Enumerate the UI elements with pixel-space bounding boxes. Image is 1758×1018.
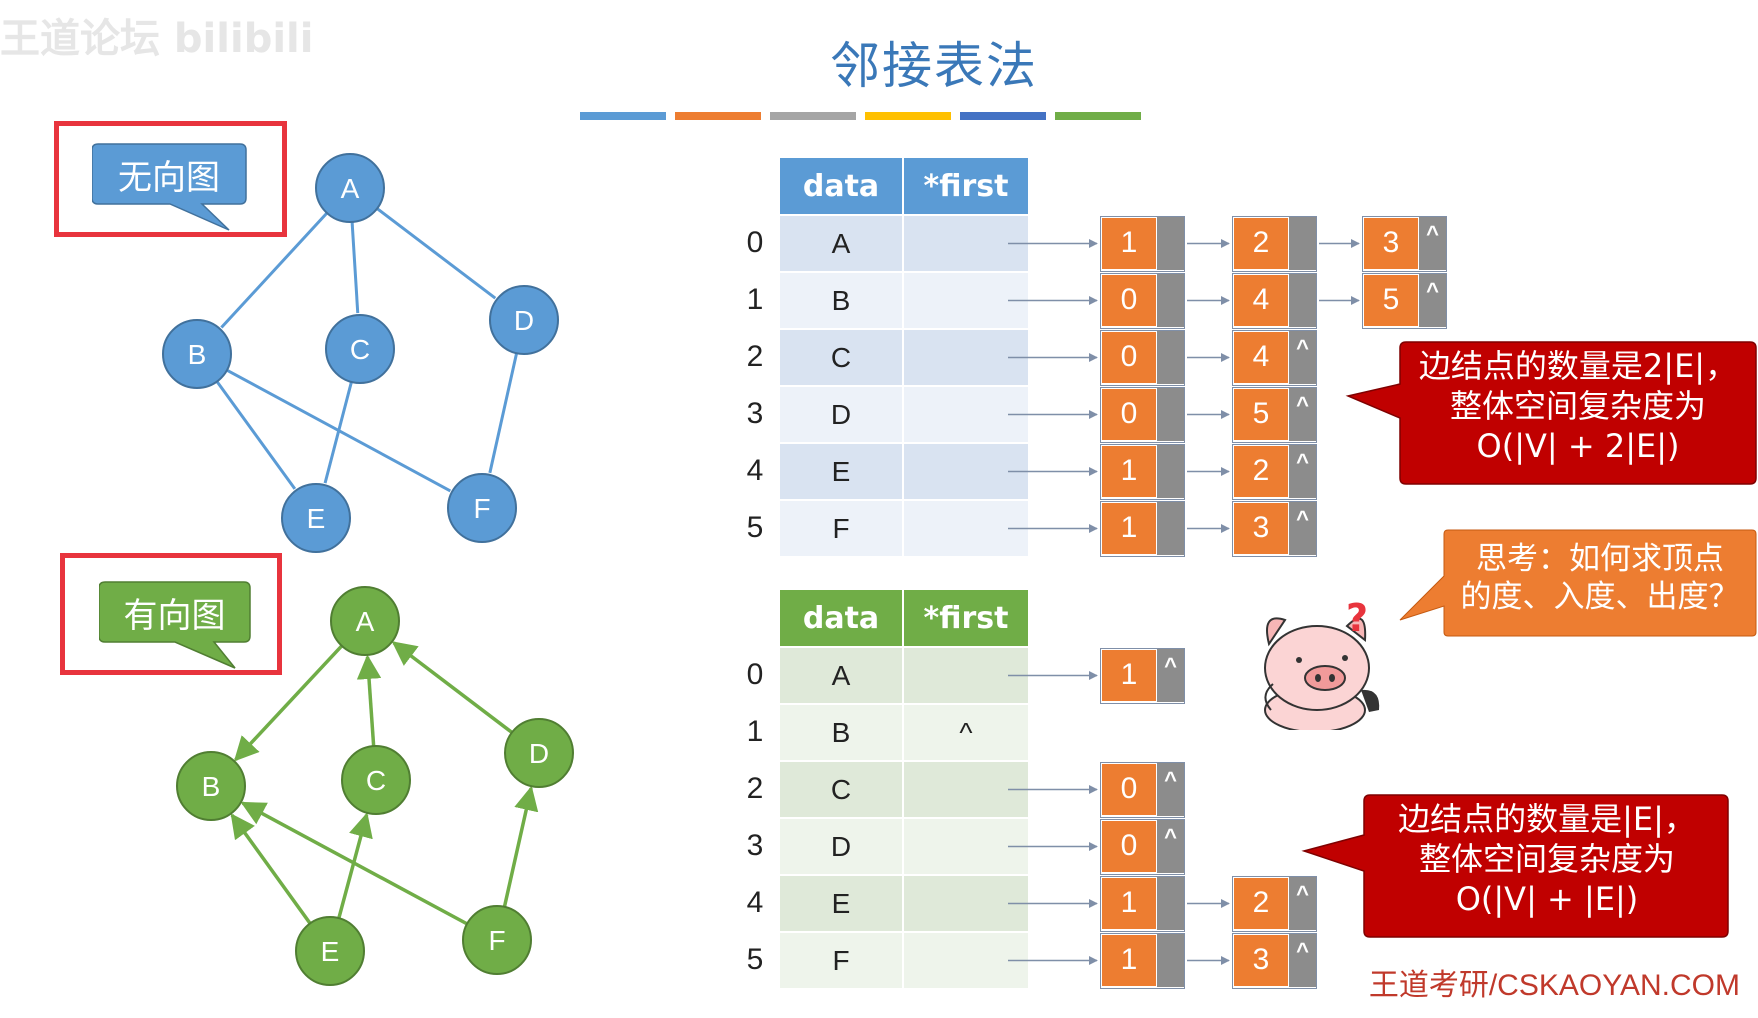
edge-node-next: ^ — [1289, 331, 1316, 384]
edge-node: 4 — [1232, 273, 1317, 329]
undirected-callout: 边结点的数量是2|E|， 整体空间复杂度为 O(|V| + 2|E|) — [1400, 346, 1756, 466]
edge-node-next — [1157, 445, 1184, 498]
edge-node-adjvex: 1 — [1101, 934, 1157, 987]
edge-node-adjvex: 0 — [1101, 388, 1157, 441]
undirected-callout-line: 边结点的数量是2|E|， — [1400, 346, 1756, 386]
edge-node-next: ^ — [1289, 445, 1316, 498]
undirected-callout-line: O(|V| + 2|E|) — [1400, 426, 1756, 466]
think-line: 思考：如何求顶点 — [1444, 540, 1756, 578]
edge-node: 0^ — [1100, 762, 1185, 818]
edge-node-next: ^ — [1157, 649, 1184, 702]
directed-callout-line: 边结点的数量是|E|， — [1364, 799, 1730, 839]
think-callout: 思考：如何求顶点 的度、入度、出度？ — [1444, 540, 1756, 616]
footer-credit: 王道考研/CSKAOYAN.COM — [1369, 960, 1740, 1004]
edge-node-adjvex: 1 — [1101, 445, 1157, 498]
edge-node-next: ^ — [1289, 502, 1316, 555]
edge-node-adjvex: 0 — [1101, 763, 1157, 816]
directed-callout-line: 整体空间复杂度为 — [1364, 839, 1730, 879]
pig-mascot-icon — [1255, 600, 1395, 730]
edge-node-next: ^ — [1419, 217, 1446, 270]
edge-node: 2 — [1232, 216, 1317, 272]
edge-node-next: ^ — [1419, 274, 1446, 327]
edge-node-adjvex: 2 — [1233, 877, 1289, 930]
edge-node-adjvex: 1 — [1101, 502, 1157, 555]
edge-node-next: ^ — [1289, 388, 1316, 441]
edge-node: 1^ — [1100, 648, 1185, 704]
edge-node: 1 — [1100, 876, 1185, 932]
edge-node-adjvex: 0 — [1101, 331, 1157, 384]
edge-node-adjvex: 1 — [1101, 217, 1157, 270]
edge-node-next — [1157, 274, 1184, 327]
edge-node-adjvex: 3 — [1233, 934, 1289, 987]
edge-node-next — [1289, 217, 1316, 270]
edge-node-next — [1157, 934, 1184, 987]
directed-callout-line: O(|V| + |E|) — [1364, 879, 1730, 919]
edge-node-next — [1157, 331, 1184, 384]
edge-node-next — [1157, 877, 1184, 930]
edge-node-next — [1157, 388, 1184, 441]
mascot-question-mark: ? — [1346, 596, 1368, 640]
edge-node: 1 — [1100, 933, 1185, 989]
edge-node-adjvex: 3 — [1363, 217, 1419, 270]
edge-node-adjvex: 4 — [1233, 274, 1289, 327]
edge-node: 1 — [1100, 216, 1185, 272]
edge-node: 3^ — [1232, 501, 1317, 557]
edge-node-next: ^ — [1157, 763, 1184, 816]
directed-callout: 边结点的数量是|E|， 整体空间复杂度为 O(|V| + |E|) — [1364, 799, 1730, 919]
think-line: 的度、入度、出度？ — [1444, 578, 1756, 616]
edge-node-adjvex: 1 — [1101, 649, 1157, 702]
edge-node-next — [1289, 274, 1316, 327]
edge-node-adjvex: 5 — [1363, 274, 1419, 327]
edge-node: 2^ — [1232, 444, 1317, 500]
edge-node-next: ^ — [1157, 820, 1184, 873]
edge-node-adjvex: 2 — [1233, 445, 1289, 498]
edge-node: 0 — [1100, 387, 1185, 443]
edge-node-adjvex: 0 — [1101, 274, 1157, 327]
edge-node-adjvex: 1 — [1101, 877, 1157, 930]
edge-node: 4^ — [1232, 330, 1317, 386]
edge-node-next — [1157, 502, 1184, 555]
edge-node: 5^ — [1232, 387, 1317, 443]
edge-node-next — [1157, 217, 1184, 270]
edge-node-adjvex: 0 — [1101, 820, 1157, 873]
edge-node-adjvex: 5 — [1233, 388, 1289, 441]
edge-node: 0^ — [1100, 819, 1185, 875]
edge-node: 0 — [1100, 273, 1185, 329]
edge-node: 0 — [1100, 330, 1185, 386]
edge-node: 5^ — [1362, 273, 1447, 329]
undirected-callout-line: 整体空间复杂度为 — [1400, 386, 1756, 426]
edge-node: 1 — [1100, 444, 1185, 500]
edge-node: 3^ — [1362, 216, 1447, 272]
edge-node-adjvex: 3 — [1233, 502, 1289, 555]
edge-node-adjvex: 4 — [1233, 331, 1289, 384]
edge-node-adjvex: 2 — [1233, 217, 1289, 270]
edge-node: 1 — [1100, 501, 1185, 557]
